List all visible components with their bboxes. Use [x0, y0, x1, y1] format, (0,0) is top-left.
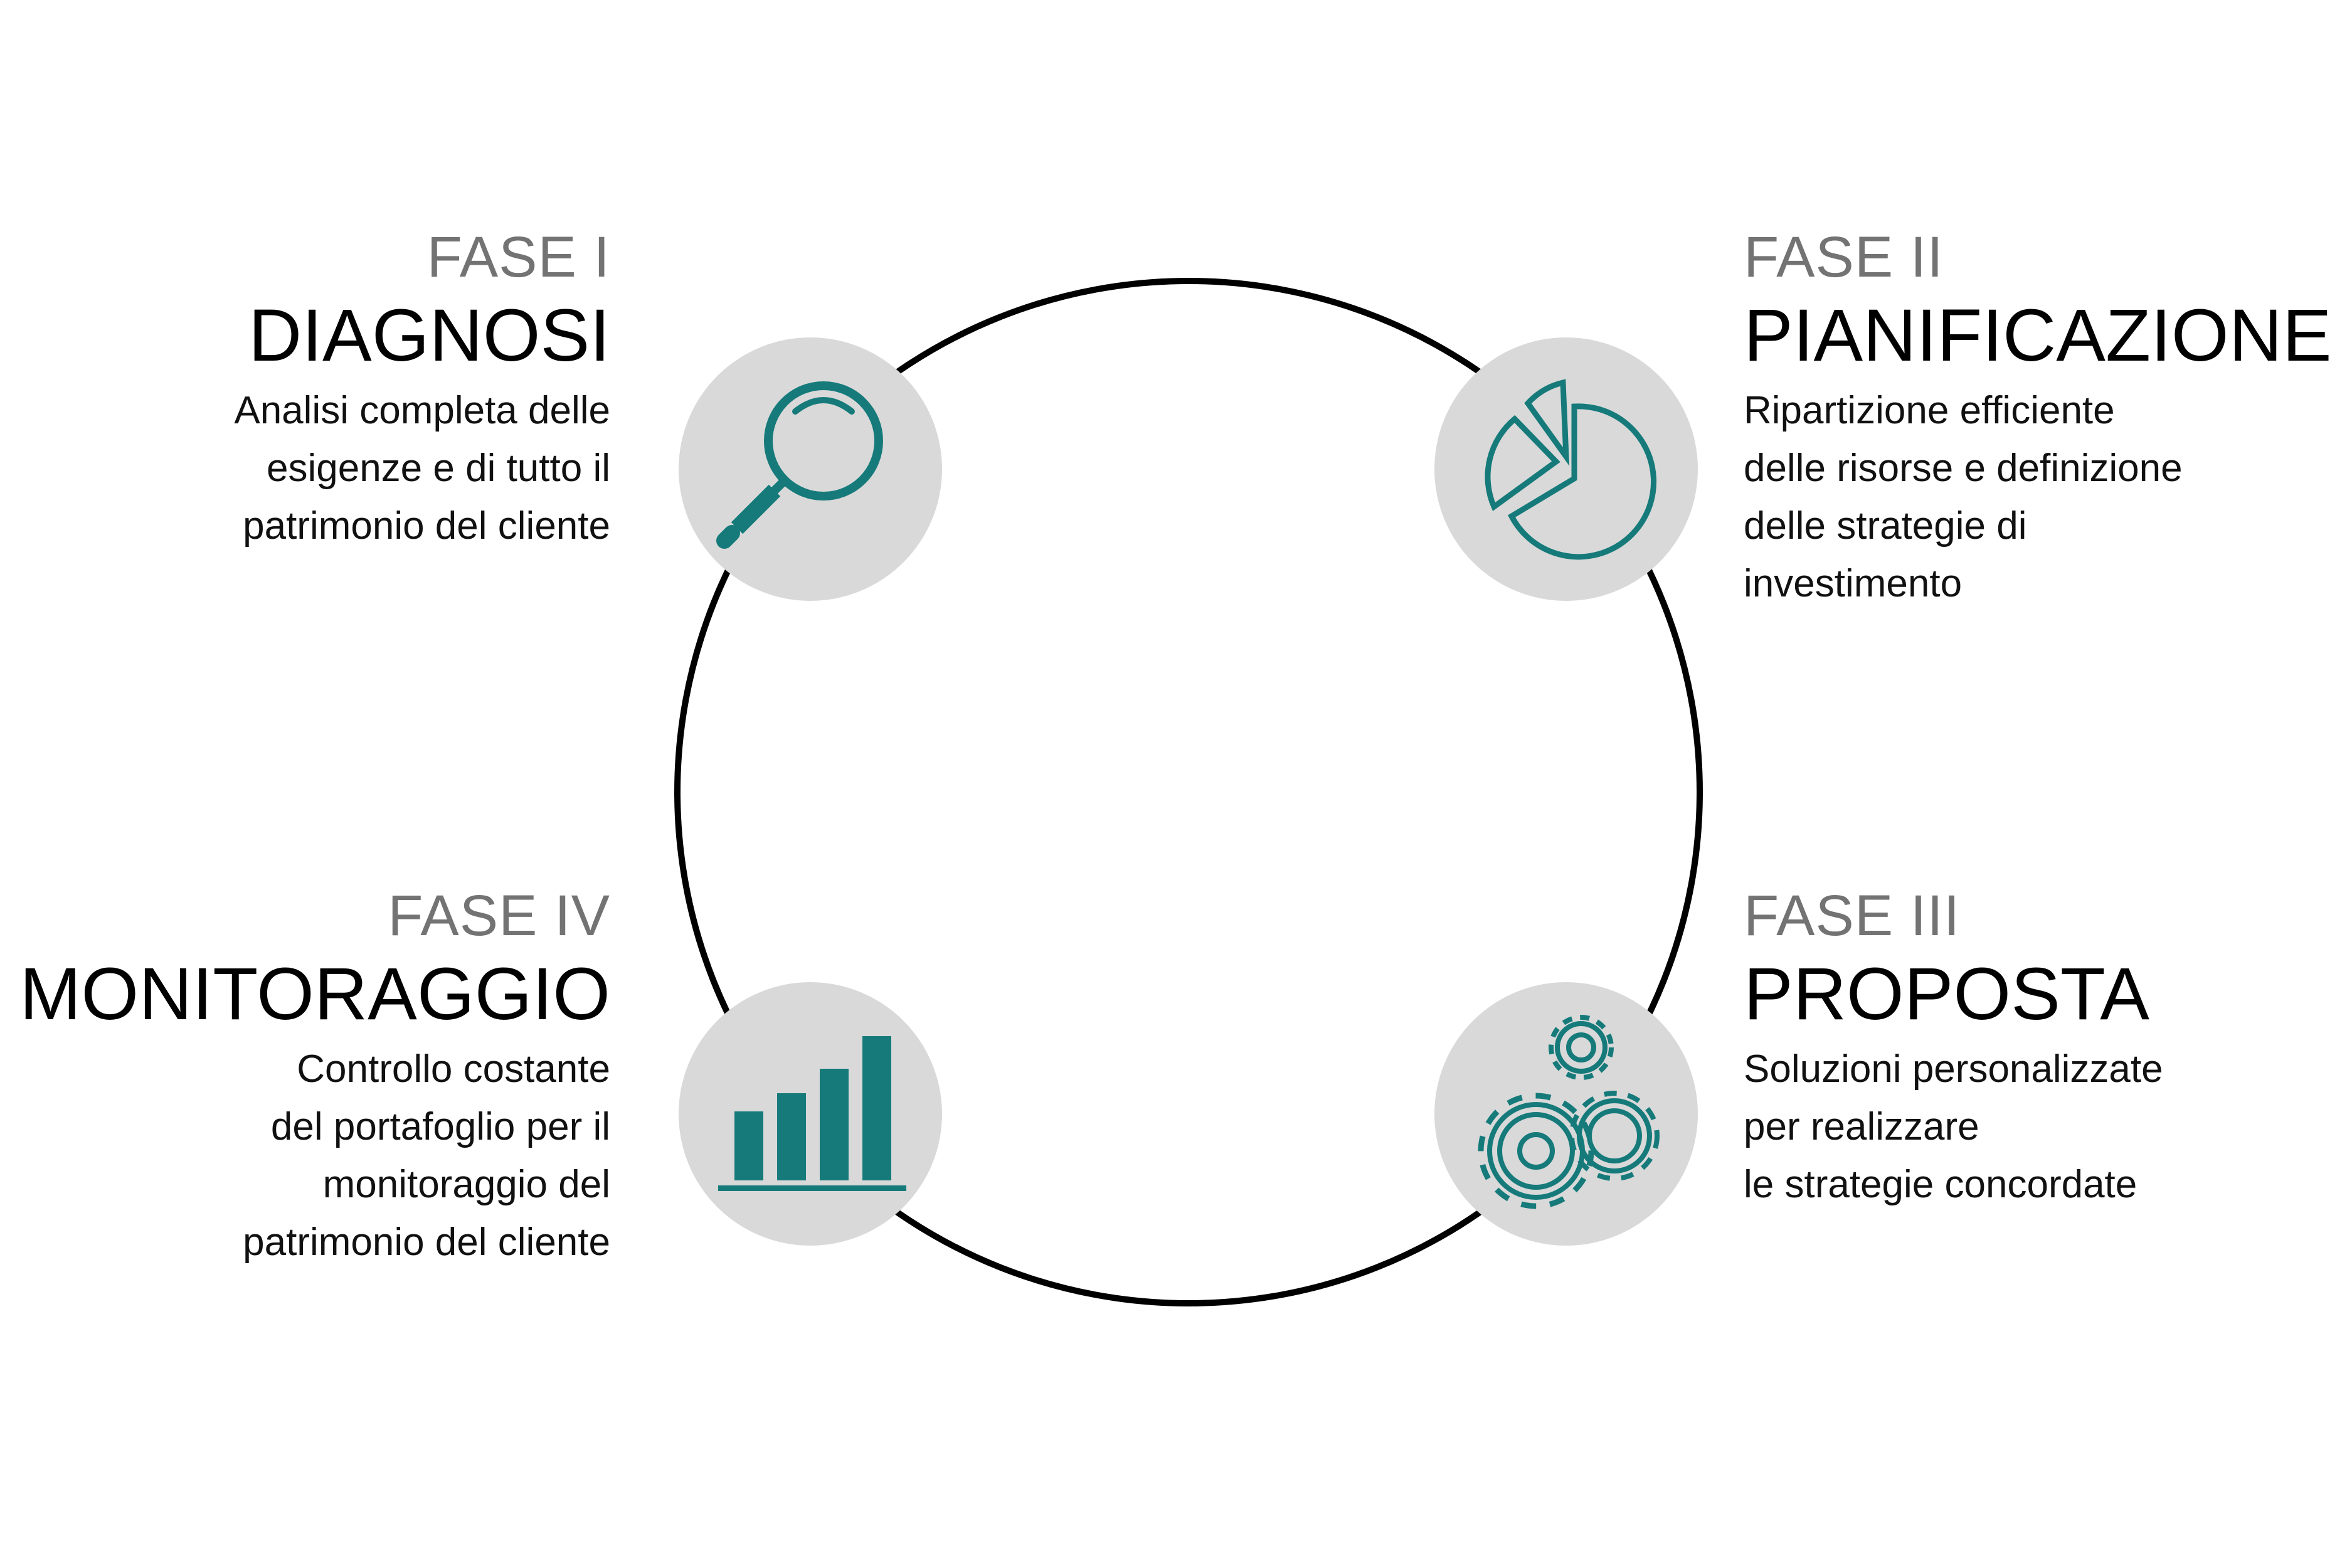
icon-background [679, 337, 942, 601]
phase-title: DIAGNOSI [248, 294, 610, 377]
description-line: per realizzare [1744, 1105, 1979, 1148]
bar-chart-icon [718, 1036, 906, 1191]
phase-1-icon [679, 337, 942, 601]
phase-3-icon [1434, 982, 1698, 1246]
phase-2-block: FASE II PIANIFICAZIONE Ripartizione effi… [1744, 223, 2352, 613]
phase-description: Soluzioni personalizzate per realizzare … [1744, 1041, 2352, 1214]
phase-label: FASE I [426, 225, 610, 289]
phase-1-block: FASE I DIAGNOSI Analisi completa delle e… [0, 223, 610, 555]
description-line: investimento [1744, 562, 1963, 605]
pie-chart-icon [1485, 379, 1657, 560]
description-line: Controllo costante [297, 1047, 610, 1091]
phase-description: Controllo costante del portafoglio per i… [0, 1041, 610, 1271]
description-line: Ripartizione efficiente [1744, 389, 2115, 432]
cycle-ring [674, 278, 1703, 1306]
icon-background [1434, 337, 1698, 601]
description-line: Soluzioni personalizzate [1744, 1047, 2163, 1091]
phase-title: PIANIFICAZIONE [1744, 294, 2332, 377]
description-line: esigenze e di tutto il [266, 447, 610, 490]
phase-3-block: FASE III PROPOSTA Soluzioni personalizza… [1744, 881, 2352, 1214]
phase-title: PROPOSTA [1744, 953, 2149, 1036]
phase-description: Ripartizione efficiente delle risorse e … [1744, 382, 2352, 613]
phase-2-icon [1434, 337, 1698, 601]
description-line: delle strategie di [1744, 504, 2027, 548]
phase-title: MONITORAGGIO [19, 953, 610, 1036]
phase-4-block: FASE IV MONITORAGGIO Controllo costante … [0, 881, 610, 1271]
description-line: le strategie concordate [1744, 1163, 2137, 1206]
description-line: Analisi completa delle [234, 389, 610, 432]
phase-label: FASE III [1744, 884, 1961, 948]
description-line: del portafoglio per il [270, 1105, 610, 1148]
description-line: patrimonio del cliente [243, 504, 610, 548]
description-line: delle risorse e definizione [1744, 447, 2183, 490]
phase-4-icon [679, 982, 942, 1246]
phase-label: FASE IV [388, 884, 610, 948]
magnifier-icon [716, 381, 883, 549]
phase-description: Analisi completa delle esigenze e di tut… [0, 382, 610, 555]
icon-background [679, 982, 942, 1246]
gears-icon [1478, 1015, 1660, 1209]
description-line: monitoraggio del [322, 1163, 610, 1206]
phase-label: FASE II [1744, 225, 1944, 289]
description-line: patrimonio del cliente [243, 1221, 610, 1264]
